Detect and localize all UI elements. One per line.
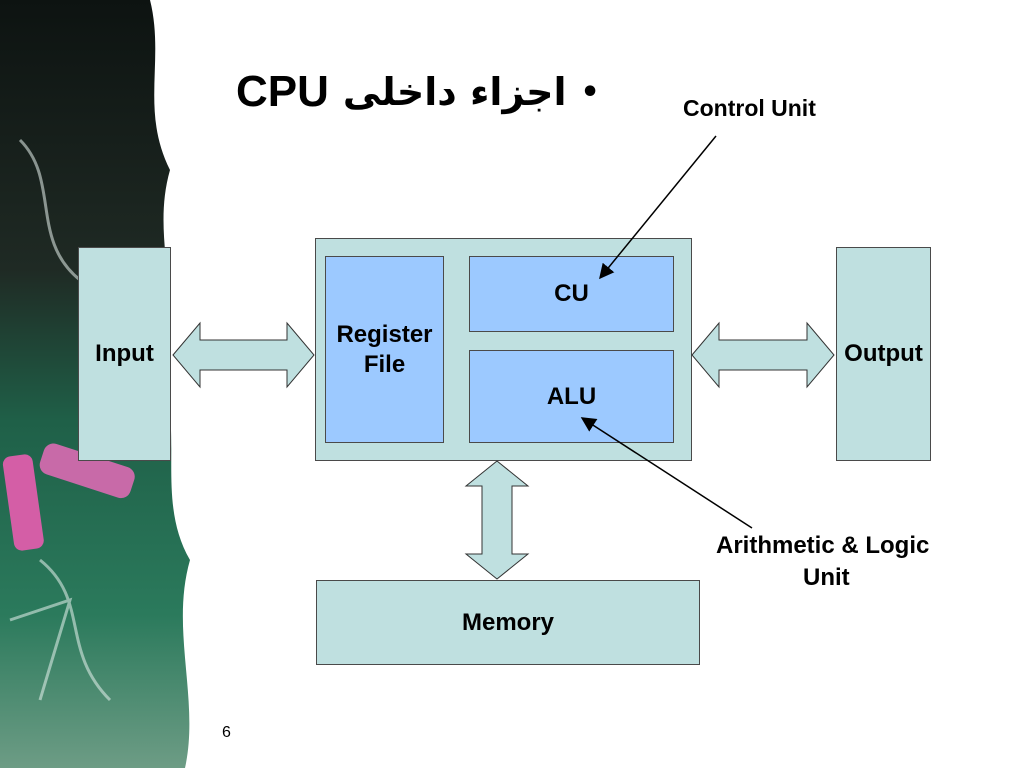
register-file-box: Register File: [325, 256, 444, 443]
register-file-label: Register File: [336, 320, 433, 378]
alu-annotation-line1: Arithmetic & Logic: [716, 532, 930, 559]
memory-label: Memory: [461, 608, 555, 636]
memory-box: Memory: [316, 580, 700, 665]
chalk-piece-icon: [2, 443, 135, 551]
page-number: 6: [222, 724, 231, 741]
output-label: Output: [844, 340, 923, 367]
cpu-memory-double-arrow: [464, 460, 530, 580]
title-latin: CPU: [236, 67, 329, 116]
cu-label: CU: [554, 280, 589, 307]
output-box: Output: [836, 247, 931, 461]
cpu-output-double-arrow: [691, 321, 835, 389]
alu-annotation-line2: Unit: [803, 564, 850, 591]
chalk-scribble: [9, 138, 112, 702]
title-arabic: اجزاء داخلی: [342, 70, 567, 114]
alu-label: ALU: [546, 382, 597, 410]
input-box: Input: [78, 247, 171, 461]
input-cpu-double-arrow: [172, 321, 315, 389]
control-unit-pointer-arrow: [599, 135, 717, 280]
bullet-icon: •: [580, 74, 600, 110]
slide-title: CPU اجزاء داخلی •: [236, 62, 626, 122]
alu-box: ALU: [469, 350, 674, 443]
alu-pointer-arrow: [580, 417, 753, 529]
control-unit-annotation: Control Unit: [683, 95, 816, 121]
input-label: Input: [95, 340, 154, 367]
cu-box: CU: [469, 256, 674, 332]
